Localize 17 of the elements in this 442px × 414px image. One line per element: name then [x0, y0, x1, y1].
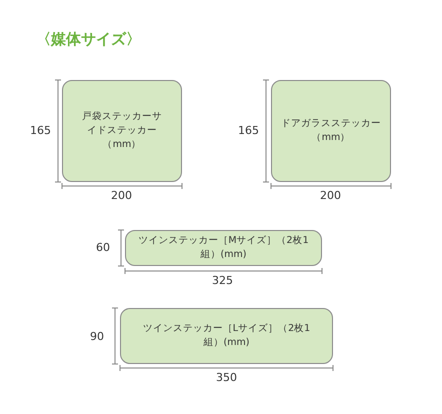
- dimension-value: 165: [238, 124, 259, 137]
- size-label: ツインステッカー［Lサイズ］（2枚1組）(mm): [142, 322, 312, 350]
- sticker-shape: [125, 230, 322, 266]
- dimension-value: 165: [30, 124, 51, 137]
- dimension-value: 350: [216, 371, 237, 384]
- dimension-value: 200: [320, 189, 341, 202]
- sticker-shape: [120, 308, 333, 364]
- sticker-shape: [271, 80, 391, 182]
- sticker-shape: [62, 80, 182, 182]
- dimension-value: 60: [96, 241, 110, 254]
- title: 〈媒体サイズ〉: [36, 30, 141, 49]
- dimension-value: 200: [111, 189, 132, 202]
- size-label: 戸袋ステッカーサイドステッカー（mm）: [81, 110, 163, 152]
- dimension-value: 90: [90, 330, 104, 343]
- size-label: ツインステッカー［Mサイズ］（2枚1組）(mm): [137, 234, 310, 262]
- dimension-value: 325: [212, 274, 233, 287]
- size-label: ドアガラスステッカー（mm）: [280, 117, 382, 145]
